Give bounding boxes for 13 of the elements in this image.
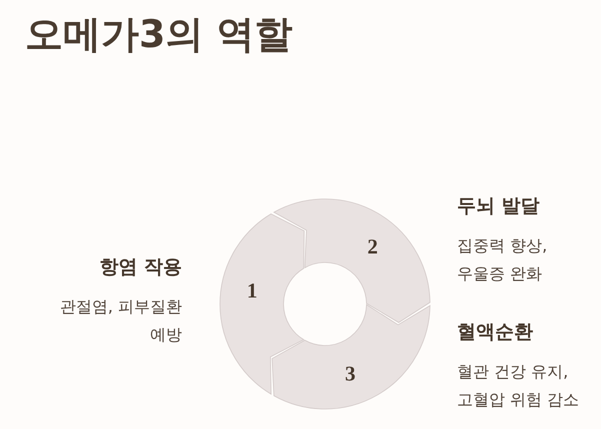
title: 오메가3의 역할 (25, 12, 293, 58)
benefit-heading: 항염 작용 (99, 255, 182, 280)
benefit-description: 혈관 건강 유지, 고혈압 위험 감소 (457, 361, 580, 411)
step-number: 1 (246, 280, 258, 302)
ring-arrow-segment (271, 303, 431, 410)
benefit-description: 관절염, 피부질환 예방 (58, 296, 182, 346)
benefit-heading: 두뇌 발달 (457, 194, 540, 219)
step-number: 3 (345, 363, 356, 384)
benefit-description: 집중력 향상, 우울증 완화 (457, 235, 548, 285)
ring-arrow-segment (219, 212, 306, 396)
benefit-heading: 혈액순환 (457, 320, 533, 345)
step-number: 2 (367, 236, 378, 258)
ring-arrow-segment (272, 198, 431, 324)
